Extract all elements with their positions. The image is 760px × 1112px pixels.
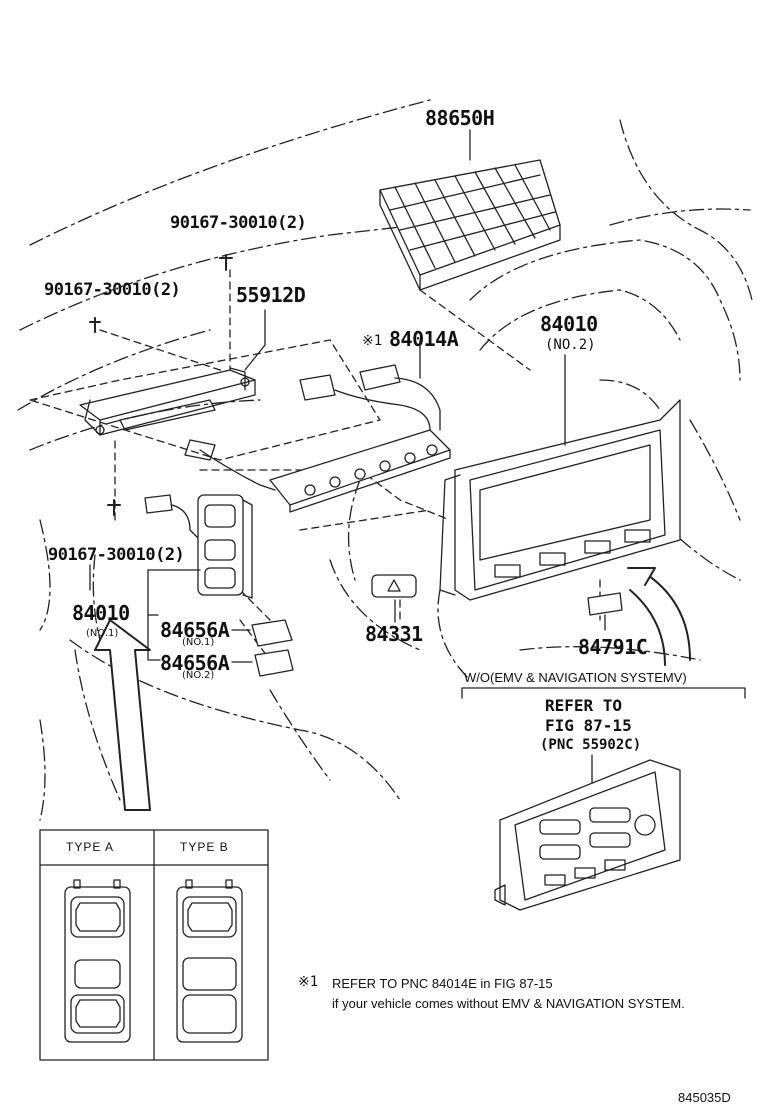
variant-refer-line2: FIG 87-15	[545, 716, 632, 735]
part-sub-84010-no2: (NO.2)	[545, 337, 596, 353]
part-label-84656A-no2: 84656A	[160, 651, 230, 675]
part-label-90167-top: 90167-30010(2)	[170, 213, 307, 233]
display-bezel-84010-no2	[439, 354, 681, 601]
part-label-84014A: 84014A	[389, 327, 459, 351]
part-sub-84010-no1: (NO.1)	[86, 628, 119, 639]
footnote-line1: REFER TO PNC 84014E in FIG 87-15	[332, 976, 553, 991]
part-sub-84656A-no1: (NO.1)	[182, 637, 215, 648]
footnote-line2: if your vehicle comes without EMV & NAVI…	[332, 996, 685, 1011]
variant-refer-line3: (PNC 55902C)	[540, 737, 642, 753]
figure-id: 845035D	[678, 1090, 731, 1105]
part-label-84656A-no1: 84656A	[160, 618, 230, 642]
part-label-84331: 84331	[365, 622, 423, 646]
part-label-84791C: 84791C	[578, 635, 648, 659]
type-b-header: TYPE B	[180, 840, 229, 854]
footnote-mark: ※1	[298, 974, 319, 990]
part-label-88650H: 88650H	[425, 106, 495, 130]
module-88650H	[379, 159, 561, 291]
part-label-84010-no1: 84010	[72, 601, 130, 625]
part-label-55912D: 55912D	[236, 283, 306, 307]
part-label-90167-low: 90167-30010(2)	[48, 545, 185, 565]
dashboard-outline	[17, 99, 753, 821]
switch-panel-84010-no1	[197, 494, 253, 599]
part-label-90167-mid: 90167-30010(2)	[44, 280, 181, 300]
part-sub-84656A-no2: (NO.2)	[182, 670, 215, 681]
note-mark-84014A: ※1	[362, 333, 383, 349]
part-label-84010-no2: 84010	[540, 312, 598, 336]
type-a-header: TYPE A	[66, 840, 115, 854]
variant-condition: W/O(EMV & NAVIGATION SYSTEMV)	[464, 670, 687, 685]
harness-84014A	[184, 339, 451, 513]
alt-panel-55902C	[494, 759, 681, 911]
buttons-84656A	[251, 619, 294, 677]
hazard-button-84331	[371, 574, 417, 623]
type-table	[39, 829, 269, 1061]
variant-refer-line1: REFER TO	[545, 696, 623, 715]
bracket-55912D	[79, 309, 266, 436]
